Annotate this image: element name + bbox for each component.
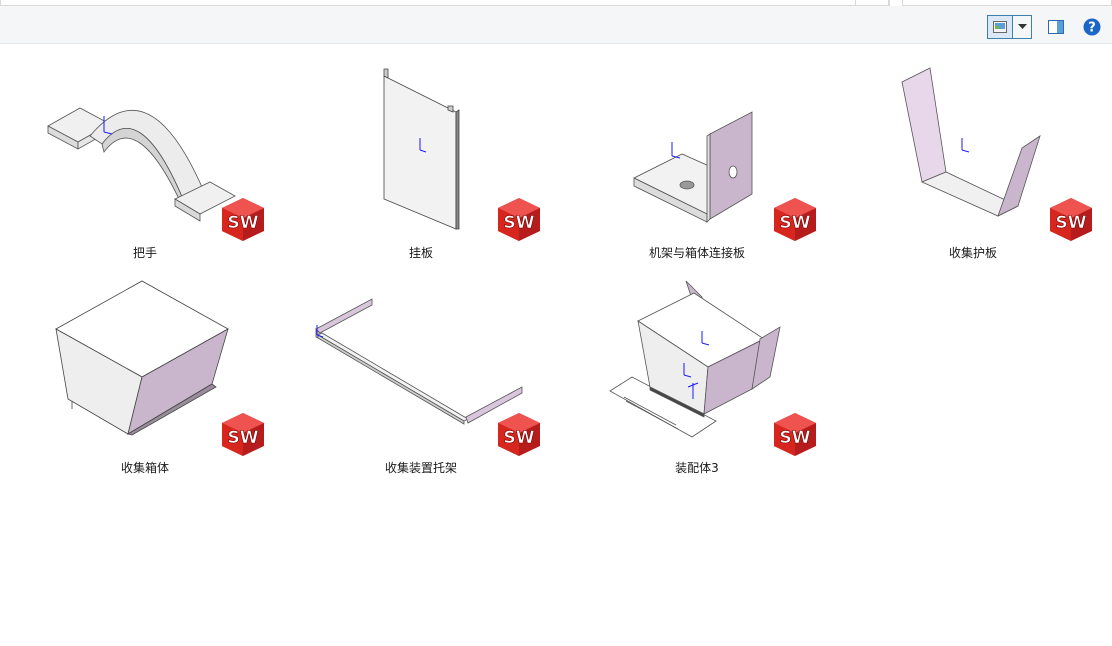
file-name: 装配体3: [675, 461, 719, 475]
file-item[interactable]: SW 装配体3: [572, 269, 822, 479]
file-item[interactable]: SW 挂板: [296, 54, 546, 264]
file-name: 挂板: [408, 246, 433, 260]
svg-text:SW: SW: [504, 213, 535, 233]
file-item[interactable]: SW 收集箱体: [20, 269, 270, 479]
thumbnail-view-icon: [993, 21, 1007, 33]
solidworks-part-icon: SW: [498, 413, 540, 456]
file-name: 机架与箱体连接板: [648, 246, 745, 260]
preview-pane-button[interactable]: [1045, 17, 1067, 37]
svg-text:SW: SW: [780, 213, 811, 233]
change-view-button[interactable]: [987, 15, 1013, 39]
help-icon: ?: [1083, 18, 1101, 36]
svg-text:SW: SW: [504, 428, 535, 448]
file-name: 把手: [132, 246, 157, 260]
file-list-view: SW 把手 SW 挂板: [0, 44, 1112, 646]
svg-text:?: ?: [1088, 21, 1096, 36]
solidworks-part-icon: SW: [222, 198, 264, 241]
solidworks-assembly-icon: SW: [774, 413, 816, 456]
part-thumbnail: [633, 111, 753, 223]
solidworks-part-icon: SW: [774, 198, 816, 241]
command-bar: ?: [0, 6, 1112, 44]
preview-pane-icon: [1048, 20, 1064, 34]
file-name: 收集护板: [948, 246, 997, 260]
svg-text:SW: SW: [1056, 213, 1087, 233]
part-thumbnail: [55, 280, 229, 436]
solidworks-part-icon: SW: [1050, 198, 1092, 241]
part-thumbnail: [901, 67, 1041, 217]
help-button[interactable]: ?: [1082, 17, 1102, 37]
svg-text:SW: SW: [228, 428, 259, 448]
assembly-thumbnail: [609, 280, 781, 438]
part-thumbnail: [47, 107, 236, 222]
chevron-down-icon: [1017, 24, 1027, 29]
file-name: 收集箱体: [120, 461, 169, 475]
solidworks-part-icon: SW: [498, 198, 540, 241]
part-thumbnail: [383, 68, 460, 230]
solidworks-part-icon: SW: [222, 413, 264, 456]
address-refresh[interactable]: [855, 0, 889, 6]
address-bar-edge: [0, 0, 1112, 6]
file-item[interactable]: SW 把手: [20, 54, 270, 264]
file-item[interactable]: SW 机架与箱体连接板: [572, 54, 822, 264]
view-options-dropdown[interactable]: [1012, 15, 1032, 39]
svg-text:SW: SW: [228, 213, 259, 233]
file-item[interactable]: SW 收集护板: [848, 54, 1098, 264]
part-thumbnail: [315, 298, 523, 425]
svg-text:SW: SW: [780, 428, 811, 448]
address-bar[interactable]: [0, 0, 890, 6]
file-name: 收集装置托架: [384, 461, 457, 475]
file-item[interactable]: SW 收集装置托架: [296, 269, 546, 479]
